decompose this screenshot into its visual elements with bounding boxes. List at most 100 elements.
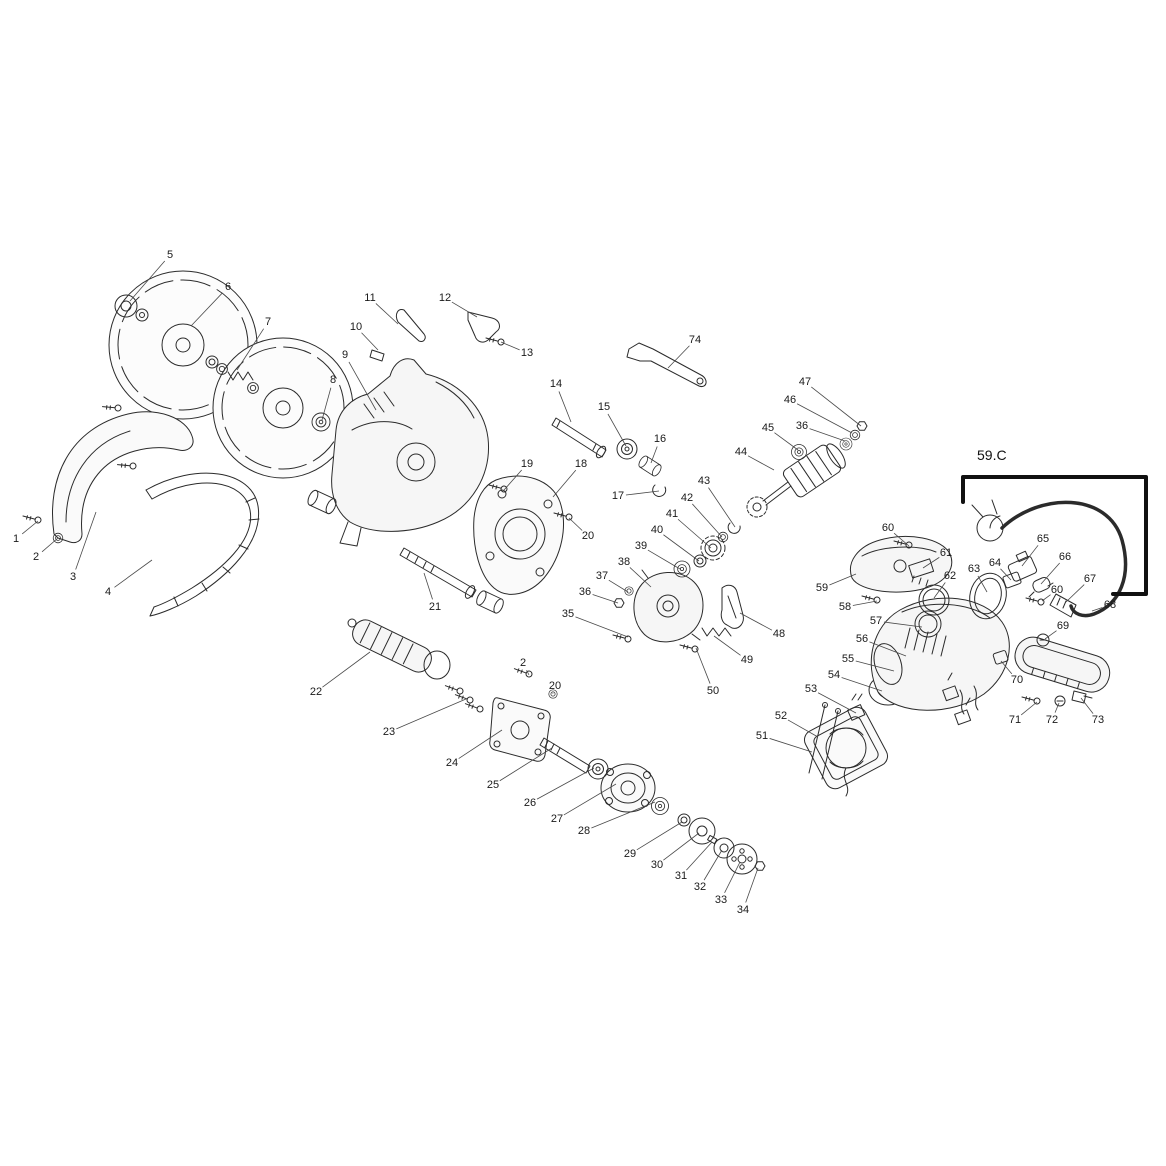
saw-blade-inner-art: [212, 337, 354, 479]
part-callout-62: 62: [944, 570, 956, 582]
part-callout-23: 23: [383, 726, 395, 738]
armature-art: [746, 421, 868, 518]
blade-flange-art: [114, 294, 149, 322]
part-callout-63: 63: [968, 563, 980, 575]
cord-guard-art: [1049, 593, 1077, 618]
part-callout-24: 24: [446, 757, 458, 769]
part-callout-2: 2: [520, 657, 526, 669]
part-callout-46: 46: [784, 394, 796, 406]
section-label: 59.C: [977, 447, 1007, 463]
leader-line-2: [41, 537, 59, 553]
part-callout-45: 45: [762, 422, 774, 434]
part-callout-4: 4: [105, 586, 111, 598]
part-callout-74: 74: [689, 334, 701, 346]
leader-line-31: [686, 841, 713, 871]
section-bracket: [961, 475, 1148, 596]
part-callout-52: 52: [775, 710, 787, 722]
power-cord-art: [971, 499, 1128, 618]
leader-line-63: [977, 575, 988, 593]
leader-line-53: [817, 692, 857, 714]
part-callout-22: 22: [310, 686, 322, 698]
leader-line-36: [809, 428, 846, 442]
leader-line-54: [841, 677, 883, 692]
part-callout-69: 69: [1057, 620, 1069, 632]
leader-line-46: [796, 403, 853, 434]
leader-line-17: [625, 490, 660, 496]
leader-line-27: [563, 783, 617, 816]
leader-line-3: [75, 511, 97, 570]
leader-line-29: [636, 821, 683, 851]
leader-line-41: [677, 518, 712, 549]
part-callout-70: 70: [1011, 674, 1023, 686]
part-callout-25: 25: [487, 779, 499, 791]
leader-line-16: [650, 446, 658, 464]
part-callout-54: 54: [828, 669, 840, 681]
power-switch-art: [1007, 550, 1038, 582]
leader-line-11: [375, 303, 399, 325]
part-callout-30: 30: [651, 859, 663, 871]
leader-line-20: [568, 517, 583, 531]
leader-line-25: [499, 747, 553, 782]
leader-line-1: [21, 520, 39, 535]
leader-line-61: [922, 557, 940, 569]
part-callout-36: 36: [796, 420, 808, 432]
part-callout-55: 55: [842, 653, 854, 665]
side-handle-art: [347, 618, 451, 680]
part-callout-41: 41: [666, 508, 678, 520]
leader-line-72: [1054, 702, 1060, 713]
leader-line-70: [1000, 660, 1013, 675]
leader-line-74: [667, 345, 690, 369]
part-callout-38: 38: [618, 556, 630, 568]
leader-line-14: [558, 391, 572, 423]
leader-line-28: [591, 801, 656, 829]
leader-line-67: [1065, 584, 1085, 603]
bearing-housing-art: [600, 763, 656, 813]
part-callout-39: 39: [635, 540, 647, 552]
part-callout-73: 73: [1092, 714, 1104, 726]
depth-rod-art: [369, 309, 426, 362]
leader-line-32: [703, 849, 723, 881]
part-callout-51: 51: [756, 730, 768, 742]
flexible-band-art: [145, 472, 260, 617]
part-callout-7: 7: [265, 316, 271, 328]
drive-shaft-art: [539, 737, 591, 774]
leader-line-9: [348, 361, 377, 411]
part-callout-21: 21: [429, 601, 441, 613]
part-callout-42: 42: [681, 492, 693, 504]
leader-line-5: [129, 260, 166, 302]
part-callout-60: 60: [1051, 584, 1063, 596]
part-callout-32: 32: [694, 881, 706, 893]
part-callout-34: 34: [737, 904, 749, 916]
part-callout-56: 56: [856, 633, 868, 645]
leader-line-45: [774, 432, 799, 451]
part-callout-59: 59: [816, 582, 828, 594]
leader-line-49: [713, 635, 741, 656]
leader-line-39: [647, 549, 681, 570]
switch-actuator-art: [1002, 571, 1022, 589]
leader-line-13: [500, 341, 520, 351]
part-callout-48: 48: [773, 628, 785, 640]
part-callout-5: 5: [167, 249, 173, 261]
top-cover-art: [850, 533, 953, 609]
part-callout-33: 33: [715, 894, 727, 906]
main-housing-art: [305, 358, 506, 615]
part-callout-71: 71: [1009, 714, 1021, 726]
leader-line-51: [769, 738, 813, 753]
stator-field-art: [803, 702, 889, 797]
part-callout-40: 40: [651, 524, 663, 536]
output-flange-set-art: [587, 758, 766, 875]
leader-line-15: [607, 413, 627, 447]
leader-line-6: [190, 292, 223, 327]
leader-line-48: [739, 612, 773, 631]
leader-line-22: [322, 651, 371, 688]
leader-line-42: [692, 503, 723, 538]
lock-lever-art: [467, 311, 506, 351]
part-callout-13: 13: [521, 347, 533, 359]
part-callout-43: 43: [698, 475, 710, 487]
leader-line-47: [811, 386, 862, 427]
leader-line-66: [1040, 562, 1060, 585]
spindle-gear-set-art: [673, 522, 741, 578]
part-callout-14: 14: [550, 378, 562, 390]
gasket-rings-art: [918, 572, 1007, 620]
parts-artwork: [22, 270, 1148, 875]
